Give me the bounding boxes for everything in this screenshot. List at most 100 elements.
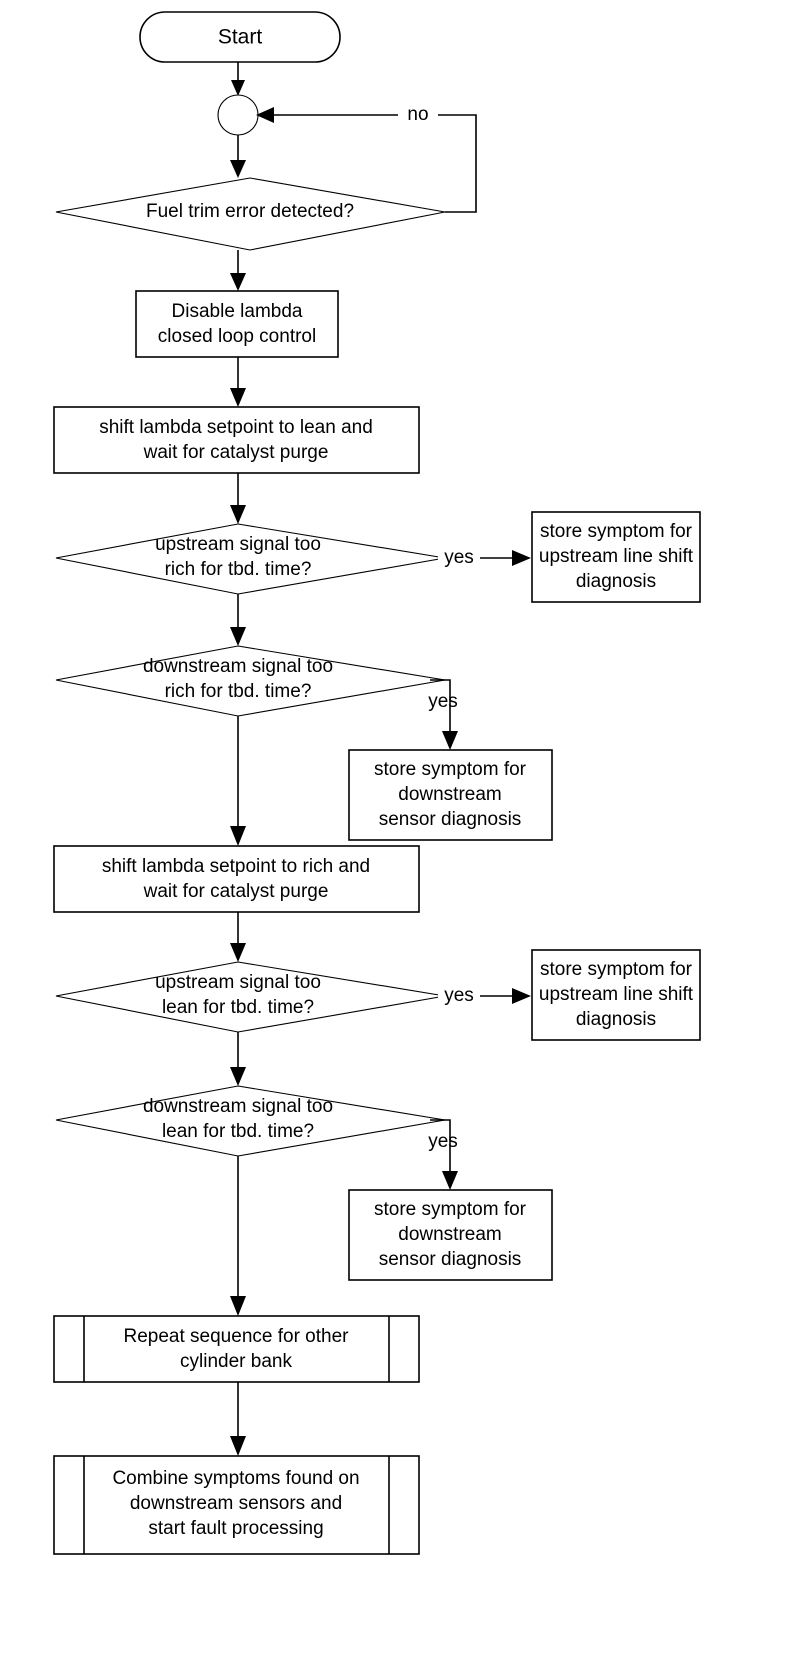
arrow-head-icon [442,731,458,750]
decision-downstream-lean-label-1: downstream signal too [143,1096,333,1117]
store-upstream-rich-label-2: upstream line shift [539,546,694,567]
node-process-disable-lambda[interactable]: Disable lambda closed loop control [135,290,339,358]
edge-upstream-lean-to-downstream-lean [230,1032,246,1086]
arrow-head-icon [230,1296,246,1316]
edge-yes-downstream-rich: yes [428,679,458,750]
store-downstream-rich-label-2: downstream [398,784,502,805]
node-decision-downstream-lean[interactable]: downstream signal too lean for tbd. time… [55,1085,446,1157]
yes-label-backdrop [438,547,480,569]
process-shift-lean-label-2: wait for catalyst purge [143,442,329,463]
arrow-head-icon [230,627,246,646]
node-decision-upstream-rich[interactable]: upstream signal too rich for tbd. time? [55,523,446,595]
subroutine-combine-label-3: start fault processing [148,1518,323,1539]
arrow-head-icon [230,388,246,407]
process-shift-rich-label-2: wait for catalyst purge [143,881,329,902]
node-store-downstream-rich[interactable]: store symptom for downstream sensor diag… [348,749,553,841]
process-disable-lambda-shape [135,290,339,358]
arrow-head-icon [230,826,246,846]
edge-label-yes-downstream-rich: yes [428,691,458,712]
store-upstream-rich-label-3: diagnosis [576,571,656,592]
yes-label-backdrop [438,985,480,1007]
start-terminator-shape [139,11,341,63]
store-downstream-rich-label-1: store symptom for [374,759,527,780]
arrow-head-icon [512,550,531,566]
node-store-downstream-lean[interactable]: store symptom for downstream sensor diag… [348,1189,553,1281]
edge-yes-upstream-lean: yes [438,985,531,1007]
subroutine-repeat-shape [53,1315,420,1383]
junction-circle-shape [217,94,259,136]
edge-yes-downstream-lean: yes [428,1119,458,1190]
process-shift-lean-shape [53,406,420,474]
edge-label-yes-upstream-rich: yes [444,547,474,568]
store-downstream-lean-label-3: sensor diagnosis [379,1249,522,1270]
node-junction[interactable] [217,94,259,136]
decision-downstream-rich-label-2: rich for tbd. time? [165,681,312,702]
decision-upstream-rich-label-1: upstream signal too [155,534,321,555]
node-process-shift-lean[interactable]: shift lambda setpoint to lean and wait f… [53,406,420,474]
process-shift-rich-label-1: shift lambda setpoint to rich and [102,856,370,877]
decision-downstream-lean-label-2: lean for tbd. time? [162,1121,314,1142]
store-upstream-lean-label-2: upstream line shift [539,984,694,1005]
node-decision-upstream-lean[interactable]: upstream signal too lean for tbd. time? [55,961,446,1033]
store-downstream-lean-label-2: downstream [398,1224,502,1245]
arrow-head-icon [442,1171,458,1190]
edge-shift-lean-to-upstream-rich [230,473,246,524]
store-downstream-rich-shape [348,749,553,841]
decision-upstream-lean-label-1: upstream signal too [155,972,321,993]
store-downstream-rich-label-3: sensor diagnosis [379,809,522,830]
decision-upstream-rich-label-2: rich for tbd. time? [165,559,312,580]
subroutine-repeat-label-2: cylinder bank [180,1351,292,1372]
arrow-head-icon [512,988,531,1004]
process-disable-lambda-label-1: Disable lambda [172,301,303,322]
arrow-head-icon [231,80,245,96]
subroutine-repeat-label-1: Repeat sequence for other [124,1326,350,1347]
store-downstream-lean-label-1: store symptom for [374,1199,527,1220]
store-upstream-lean-label-3: diagnosis [576,1009,656,1030]
decision-fuel-trim-label: Fuel trim error detected? [146,201,354,222]
edge-disable-lambda-to-shift-lean [230,357,246,407]
store-upstream-lean-label-1: store symptom for [540,959,693,980]
process-disable-lambda-label-2: closed loop control [158,326,316,347]
edge-label-yes-downstream-lean: yes [428,1131,458,1152]
edge-repeat-to-combine [230,1382,246,1456]
node-subroutine-combine[interactable]: Combine symptoms found on downstream sen… [53,1455,420,1555]
start-label: Start [218,26,263,49]
store-upstream-lean-shape [531,949,701,1041]
edge-upstream-rich-to-downstream-rich [230,594,246,646]
node-store-upstream-rich[interactable]: store symptom for upstream line shift di… [531,511,701,603]
store-upstream-rich-shape [531,511,701,603]
arrow-head-icon [230,505,246,524]
edge-no-loop: no [256,103,477,213]
no-label-backdrop [398,103,438,125]
edge-label-no: no [407,104,428,125]
edge-downstream-rich-to-shift-rich [230,716,246,846]
subroutine-combine-label-1: Combine symptoms found on [112,1468,359,1489]
subroutine-combine-shape [53,1455,420,1555]
edge-junction-to-fuel-trim [230,135,246,178]
decision-upstream-lean-label-2: lean for tbd. time? [162,997,314,1018]
node-decision-downstream-rich[interactable]: downstream signal too rich for tbd. time… [55,645,446,717]
store-downstream-lean-shape [348,1189,553,1281]
arrow-head-icon [256,107,274,123]
node-store-upstream-lean[interactable]: store symptom for upstream line shift di… [531,949,701,1041]
store-upstream-rich-label-1: store symptom for [540,521,693,542]
arrow-head-icon [230,273,246,291]
arrow-head-icon [230,160,246,178]
node-subroutine-repeat[interactable]: Repeat sequence for other cylinder bank [53,1315,420,1383]
edge-shift-rich-to-upstream-lean [230,912,246,962]
edge-label-yes-upstream-lean: yes [444,985,474,1006]
subroutine-combine-label-2: downstream sensors and [130,1493,342,1514]
arrow-head-icon [230,1436,246,1456]
edge-fuel-trim-to-disable-lambda [230,250,246,291]
edge-start-to-junction [231,62,245,96]
process-shift-rich-shape [53,845,420,913]
arrow-head-icon [230,1067,246,1086]
arrow-head-icon [230,943,246,962]
process-shift-lean-label-1: shift lambda setpoint to lean and [99,417,373,438]
node-process-shift-rich[interactable]: shift lambda setpoint to rich and wait f… [53,845,420,913]
node-start[interactable]: Start [139,11,341,63]
edge-downstream-lean-to-repeat [230,1156,246,1316]
node-decision-fuel-trim[interactable]: Fuel trim error detected? [55,177,446,251]
